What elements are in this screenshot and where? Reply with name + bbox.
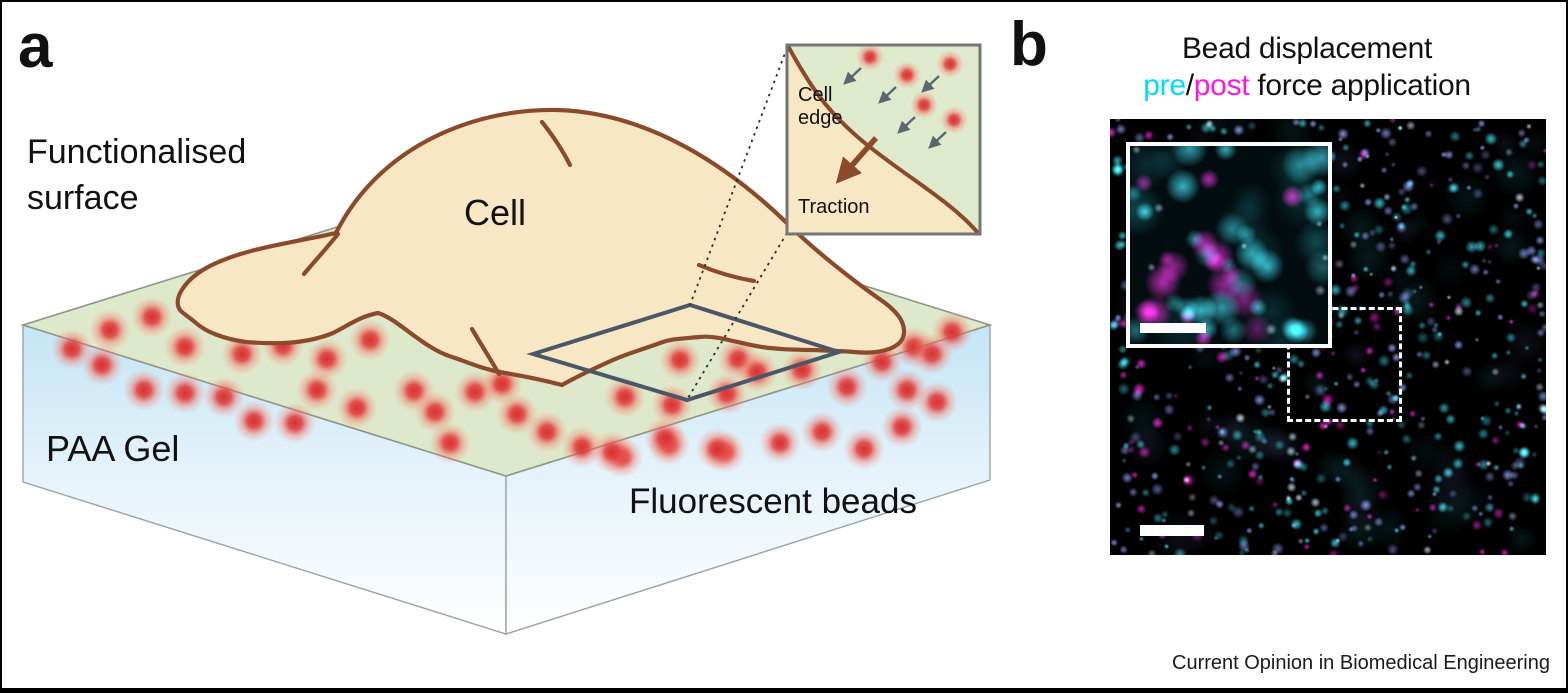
fluorescent-bead: [801, 411, 843, 453]
cell-label: Cell: [464, 192, 527, 233]
fluorescent-bead: [591, 431, 633, 473]
panel-b-title-line1: Bead displacement: [1181, 32, 1433, 65]
fluorescent-beads-label: Fluorescent beads: [629, 482, 917, 521]
fluorescent-bead: [886, 369, 928, 411]
fluorescent-bead: [349, 319, 391, 361]
paa-gel-label: PAA Gel: [46, 428, 180, 469]
title-tail: force application: [1249, 69, 1471, 102]
fluorescent-bead: [336, 387, 378, 429]
fluorescent-bead: [843, 428, 885, 470]
inset-beads: [856, 45, 968, 134]
scale-bar: [1140, 525, 1204, 536]
fluorescent-bead: [233, 400, 275, 442]
fluorescent-bead: [759, 422, 801, 464]
fluorescent-bead: [89, 309, 131, 351]
fluorescent-bead: [931, 311, 973, 353]
fluorescent-bead: [696, 428, 738, 470]
pre-label: pre: [1143, 69, 1186, 102]
micrograph-inset: [1126, 142, 1332, 348]
post-label: post: [1193, 69, 1250, 102]
fluorescent-bead: [164, 326, 206, 368]
traction-inset-box: [785, 43, 982, 236]
fluorescent-bead: [131, 296, 173, 338]
panel-a-schematic: [20, 43, 993, 635]
fluorescent-bead: [651, 384, 693, 426]
fluorescent-bead: [274, 402, 316, 444]
fluorescent-bead: [659, 339, 701, 381]
micrograph-inset-canvas: [1130, 146, 1328, 344]
fluorescent-bead: [826, 366, 868, 408]
fluorescent-bead: [81, 344, 123, 386]
fluorescent-bead: [296, 369, 338, 411]
fluorescent-bead: [881, 406, 923, 448]
panel-a-label: a: [18, 12, 53, 81]
roi-parallelogram: [526, 302, 846, 403]
inset-cell-edge-line: [787, 45, 980, 234]
panel-b-title: Bead displacement pre/post force applica…: [1042, 30, 1566, 104]
inset-scale-bar: [1140, 323, 1206, 333]
dotted-zoom-region: [1287, 307, 1402, 422]
fluorescent-bead: [123, 369, 165, 411]
inset-cell-edge-label: Cell edge: [798, 84, 843, 129]
fluorescent-bead: [164, 372, 206, 414]
fluorescent-bead: [526, 411, 568, 453]
bead-displacement-arrows: [843, 67, 947, 149]
panel-b-label: b: [1010, 10, 1048, 79]
fluorescent-bead: [644, 417, 686, 459]
bead-displacement-micrograph: [1110, 119, 1546, 555]
journal-name: Current Opinion in Biomedical Engineerin…: [1172, 652, 1550, 674]
fluorescent-bead: [203, 376, 245, 418]
inset-traction-label: Traction: [798, 196, 870, 218]
slash: /: [1185, 69, 1194, 102]
functionalised-surface-label: Functionalised surface: [27, 133, 247, 217]
traction-arrow: [835, 136, 879, 184]
panel-b-title-line2: pre/post force application: [1042, 67, 1566, 104]
fluorescent-bead: [429, 422, 471, 464]
inset-cell-region: [788, 46, 978, 233]
